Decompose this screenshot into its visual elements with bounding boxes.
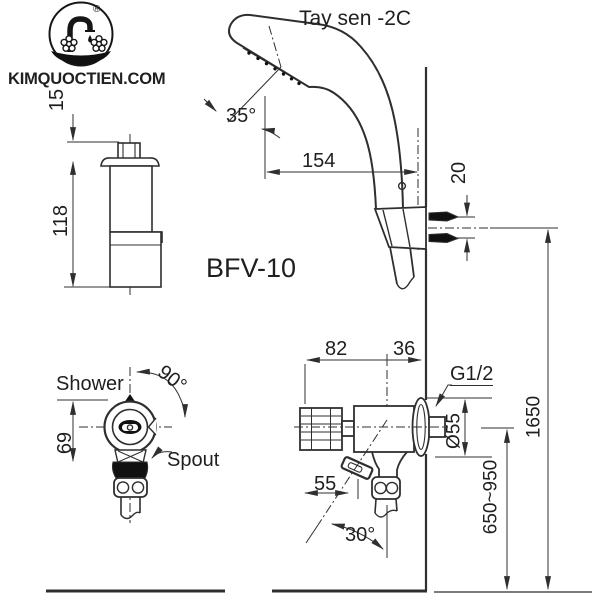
dim-flange-diameter: Ø55 [443, 413, 465, 449]
flower-handle-icon [60, 35, 78, 52]
handshower-label: Tay sen -2C [299, 7, 412, 30]
dim-anchor-spacing: 20 [448, 161, 470, 185]
valve-side-drawing [294, 354, 492, 558]
height-dimensions [481, 227, 558, 591]
dim-mounting-height: 650~950 [480, 459, 502, 535]
dim-lever-angle: 30° [345, 524, 376, 546]
shower-label: Shower [56, 373, 124, 395]
dim-head-to-wall: 154 [302, 150, 336, 172]
model-label: BFV-10 [206, 253, 297, 283]
dim-center-to-wall: 36 [393, 338, 416, 360]
dim-bracket-cap: 15 [46, 88, 68, 112]
flower-handle-icon [90, 35, 108, 52]
spray-holes [247, 51, 301, 86]
handshower-drawing [203, 13, 419, 290]
dim-body-width: 82 [325, 338, 348, 360]
dim-lever-offset: 55 [314, 473, 337, 495]
bracket-drawing [64, 114, 163, 295]
registered-mark: ® [93, 4, 101, 15]
thread-size-label: G1/2 [450, 363, 494, 386]
spout-label: Spout [167, 449, 220, 471]
brand-logo-icon [48, 1, 114, 67]
dim-valve-front-height: 69 [54, 431, 76, 455]
valve-front-drawing [57, 367, 189, 523]
dim-bracket-body: 118 [50, 205, 72, 237]
floor-line [46, 589, 592, 593]
holder-drawing [373, 195, 556, 261]
brand-text: KIMQUOCTIEN.COM [8, 70, 166, 88]
dim-head-angle: 35° [226, 105, 257, 127]
dim-total-height: 1650 [523, 395, 545, 439]
